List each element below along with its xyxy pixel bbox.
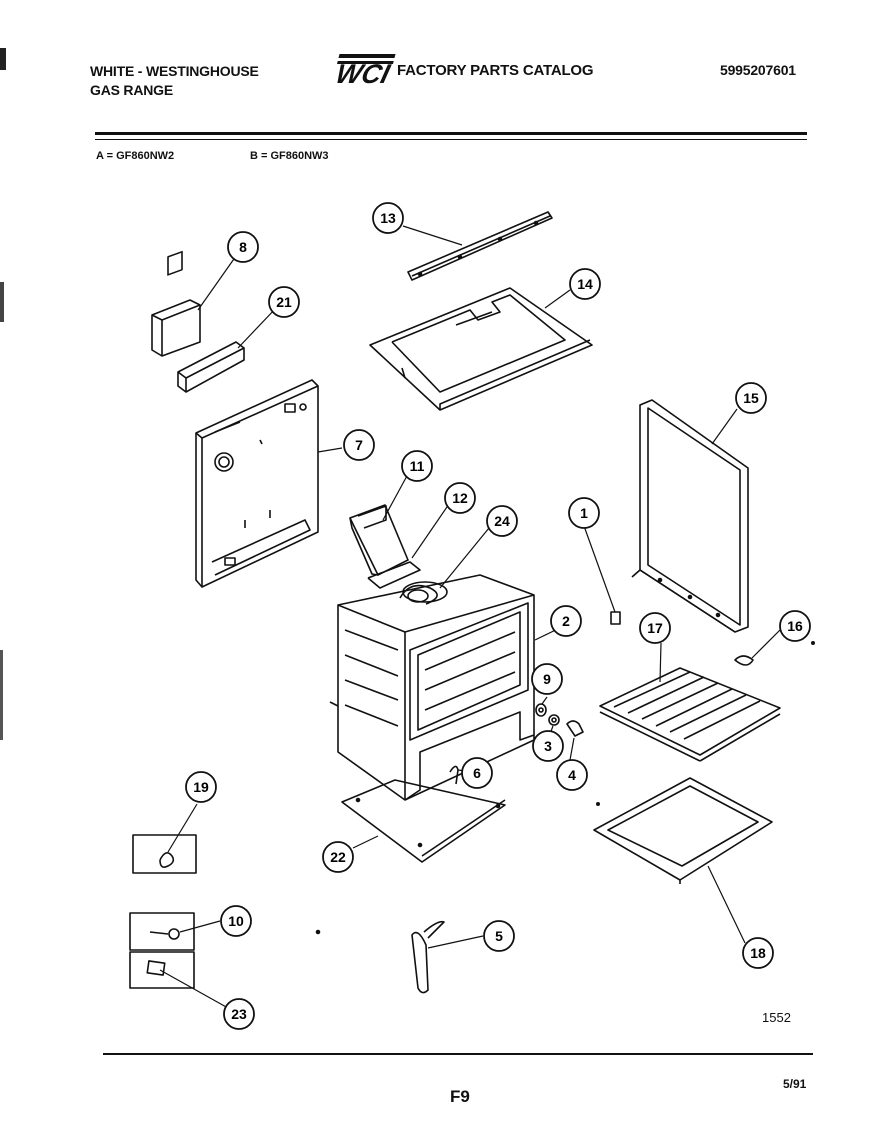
binder-edge-marks <box>0 0 6 1120</box>
callout-number: 18 <box>750 945 766 961</box>
callout-5: 5 <box>483 920 515 952</box>
part-23-nut-box <box>129 951 195 989</box>
callout-number: 3 <box>544 738 552 754</box>
part-4-knob <box>566 720 584 737</box>
callout-number: 8 <box>239 239 247 255</box>
callout-14: 14 <box>569 268 601 300</box>
callout-number: 15 <box>743 390 759 406</box>
callout-number: 10 <box>228 913 244 929</box>
callout-24: 24 <box>486 505 518 537</box>
callout-number: 7 <box>355 437 363 453</box>
brand-line-2: GAS RANGE <box>90 82 173 98</box>
header-rule-thin <box>95 139 807 140</box>
part-number: 5995207601 <box>720 62 796 78</box>
callout-number: 22 <box>330 849 346 865</box>
part-14-top-panel <box>369 287 593 411</box>
model-b-label: B = GF860NW3 <box>250 150 329 162</box>
part-19-clip-box <box>132 834 197 874</box>
footer-rule <box>103 1053 813 1055</box>
part-7-back-panel <box>195 379 319 588</box>
callout-number: 11 <box>410 458 425 474</box>
wci-logo: WCI <box>330 52 396 91</box>
part-1-clip <box>610 611 621 625</box>
callout-number: 4 <box>568 767 576 783</box>
callout-11: 11 <box>401 450 433 482</box>
part-2-oven-body <box>329 574 535 801</box>
callout-1: 1 <box>568 497 600 529</box>
callout-16: 16 <box>779 610 811 642</box>
page-label: F9 <box>450 1087 470 1106</box>
callout-8: 8 <box>227 231 259 263</box>
part-8-bracket <box>151 250 201 357</box>
diagram-reference-number: 1552 <box>762 1010 791 1025</box>
callout-number: 17 <box>647 620 663 636</box>
brand-line-1: WHITE - WESTINGHOUSE <box>90 63 259 79</box>
callout-number: 16 <box>787 618 803 634</box>
part-9-nut <box>535 703 547 717</box>
callout-23: 23 <box>223 998 255 1030</box>
callout-number: 2 <box>562 613 570 629</box>
model-a-label: A = GF860NW2 <box>96 150 175 162</box>
callout-number: 24 <box>494 513 510 529</box>
callout-12: 12 <box>444 482 476 514</box>
part-22-bottom-panel <box>341 779 506 863</box>
callout-15: 15 <box>735 382 767 414</box>
leader-lines <box>159 225 781 1009</box>
callout-number: 14 <box>577 276 593 292</box>
callout-9: 9 <box>531 663 563 695</box>
revision-date: 5/91 <box>783 1077 807 1091</box>
part-10-screw-box <box>129 912 195 951</box>
part-21-small-panel <box>177 341 245 393</box>
part-15-door-frame <box>631 399 749 633</box>
part-24-burner <box>399 581 448 605</box>
part-12-burner-bracket <box>367 561 421 589</box>
callout-19: 19 <box>185 771 217 803</box>
header-rule-thick <box>95 132 807 135</box>
callout-number: 13 <box>380 210 396 226</box>
callout-22: 22 <box>322 841 354 873</box>
callout-18: 18 <box>742 937 774 969</box>
callout-number: 6 <box>473 765 481 781</box>
part-17-oven-rack <box>599 667 781 762</box>
part-16-glide <box>734 655 754 666</box>
callout-13: 13 <box>372 202 404 234</box>
callout-10: 10 <box>220 905 252 937</box>
part-13-trim-strip <box>407 211 553 281</box>
callout-4: 4 <box>556 759 588 791</box>
callout-17: 17 <box>639 612 671 644</box>
logo-lettering: WCI <box>333 58 394 86</box>
callout-number: 5 <box>495 928 503 944</box>
part-3-grommet <box>548 714 560 726</box>
callout-7: 7 <box>343 429 375 461</box>
callout-3: 3 <box>532 730 564 762</box>
part-11-duct <box>349 504 409 576</box>
callout-number: 23 <box>231 1006 247 1022</box>
callout-21: 21 <box>268 286 300 318</box>
callout-number: 1 <box>580 505 588 521</box>
callout-number: 12 <box>452 490 468 506</box>
callout-6: 6 <box>461 757 493 789</box>
catalog-title: FACTORY PARTS CATALOG <box>397 62 594 79</box>
callout-number: 9 <box>543 671 551 687</box>
part-18-broiler-pan <box>593 777 773 884</box>
part-5-hook <box>411 920 445 994</box>
callout-number: 21 <box>276 294 292 310</box>
callout-2: 2 <box>550 605 582 637</box>
callout-number: 19 <box>193 779 209 795</box>
part-6-pin <box>449 765 459 785</box>
